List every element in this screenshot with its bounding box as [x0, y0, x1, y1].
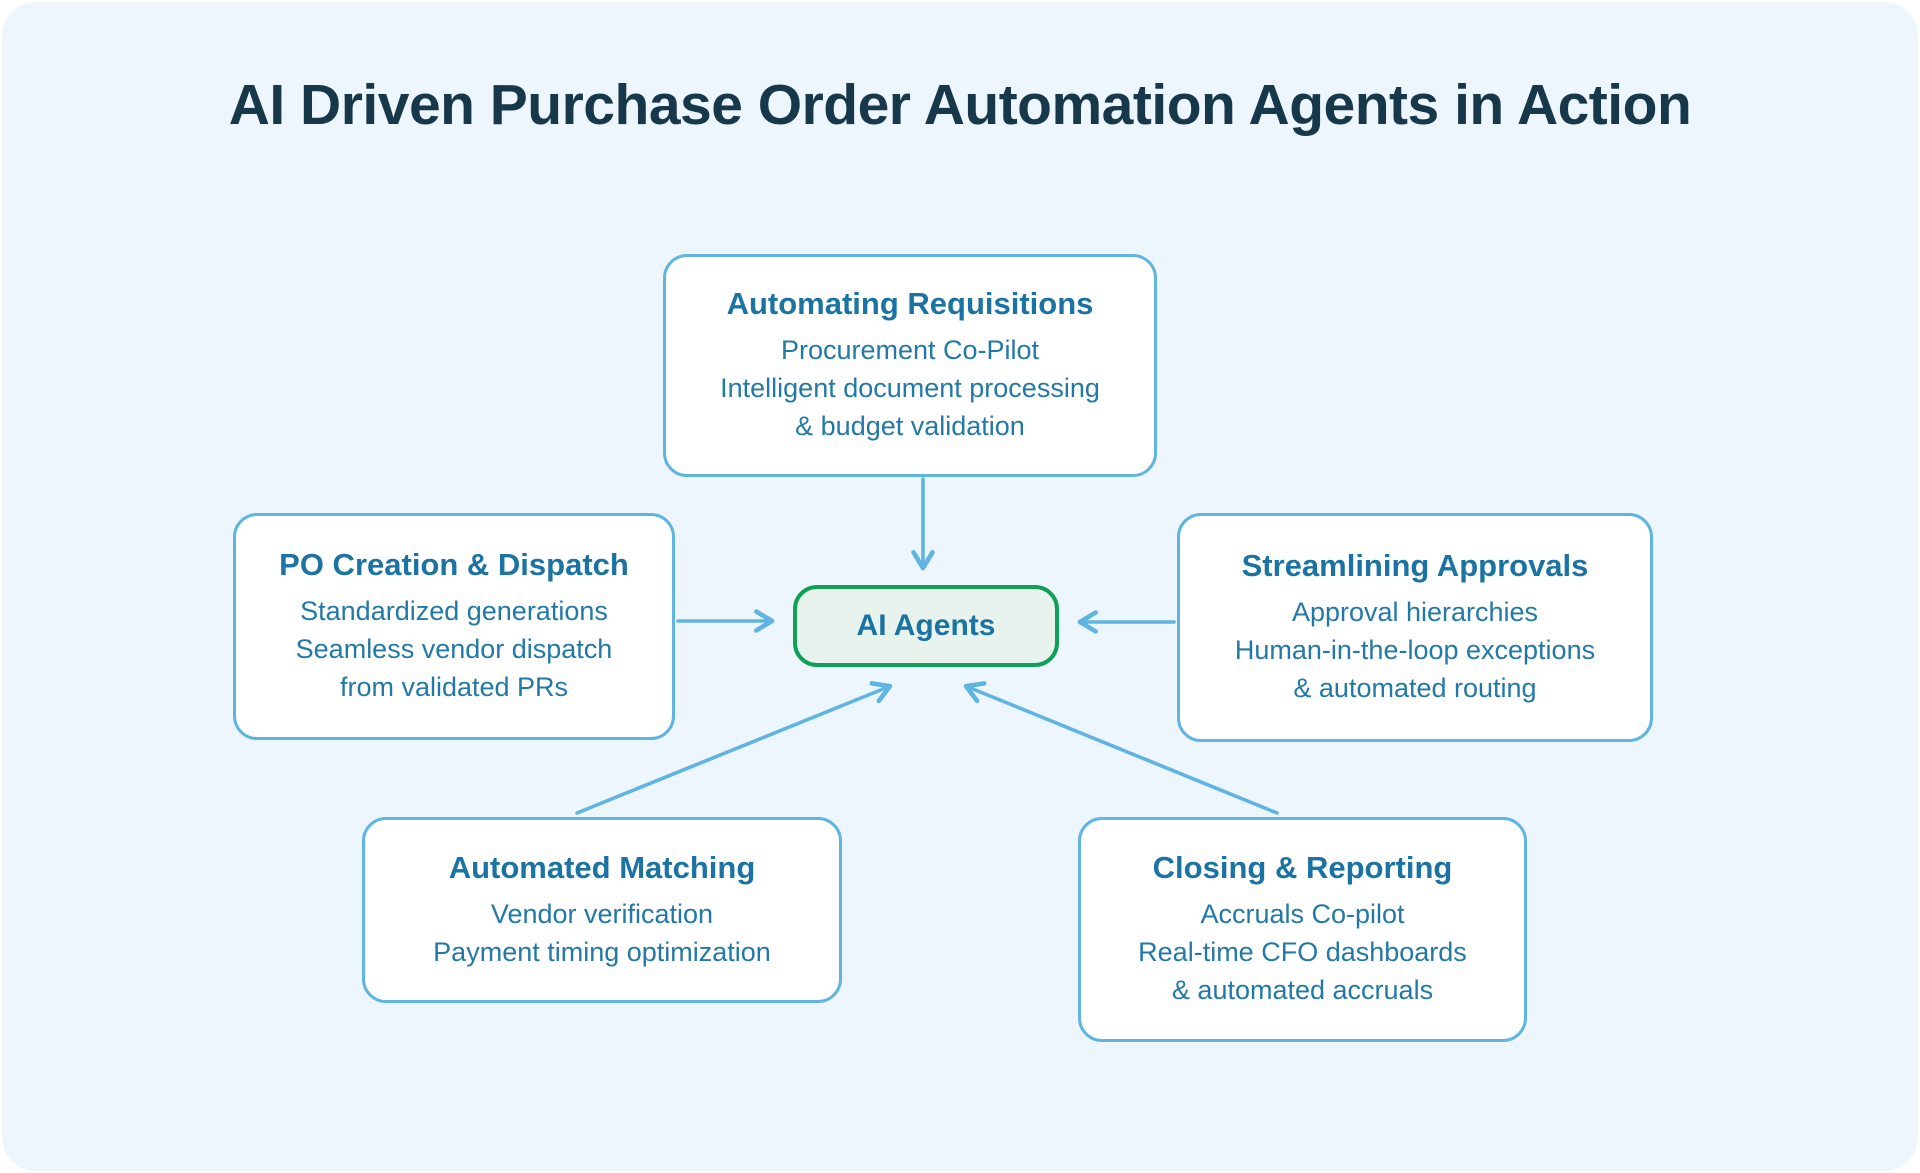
node-streamlining-approvals: Streamlining Approvals Approval hierarch…: [1177, 513, 1653, 742]
node-text-line: Seamless vendor dispatch: [295, 634, 613, 665]
node-text-line: Standardized generations: [300, 596, 608, 627]
node-automating-requisitions: Automating Requisitions Procurement Co-P…: [663, 254, 1157, 477]
node-heading: Streamlining Approvals: [1241, 548, 1589, 584]
page-title: AI Driven Purchase Order Automation Agen…: [228, 73, 1692, 137]
node-text-line: & budget validation: [795, 410, 1025, 441]
node-po-creation-dispatch: PO Creation & Dispatch Standardized gene…: [233, 513, 675, 740]
node-heading: Closing & Reporting: [1152, 850, 1453, 886]
node-heading: PO Creation & Dispatch: [279, 547, 629, 583]
node-text-line: Accruals Co-pilot: [1200, 899, 1405, 930]
node-text-line: Approval hierarchies: [1291, 597, 1539, 628]
ai-agents-label: AI Agents: [856, 609, 996, 642]
node-text-line: Payment timing optimization: [433, 936, 771, 967]
node-text-line: & automated accruals: [1171, 974, 1434, 1005]
node-heading: Automating Requisitions: [726, 286, 1094, 322]
node-text-line: Intelligent document processing: [720, 373, 1100, 404]
node-automated-matching: Automated Matching Vendor verification P…: [362, 817, 842, 1003]
node-heading: Automated Matching: [448, 849, 756, 885]
node-ai-agents: AI Agents: [793, 585, 1059, 667]
node-text-line: from validated PRs: [339, 671, 569, 702]
node-text-line: Procurement Co-Pilot: [780, 335, 1040, 366]
node-text-line: Vendor verification: [490, 898, 714, 929]
node-closing-reporting: Closing & Reporting Accruals Co-pilot Re…: [1078, 817, 1527, 1042]
node-text-line: Human-in-the-loop exceptions: [1234, 635, 1596, 666]
node-text-line: & automated routing: [1293, 672, 1537, 703]
node-text-line: Real-time CFO dashboards: [1138, 937, 1467, 968]
